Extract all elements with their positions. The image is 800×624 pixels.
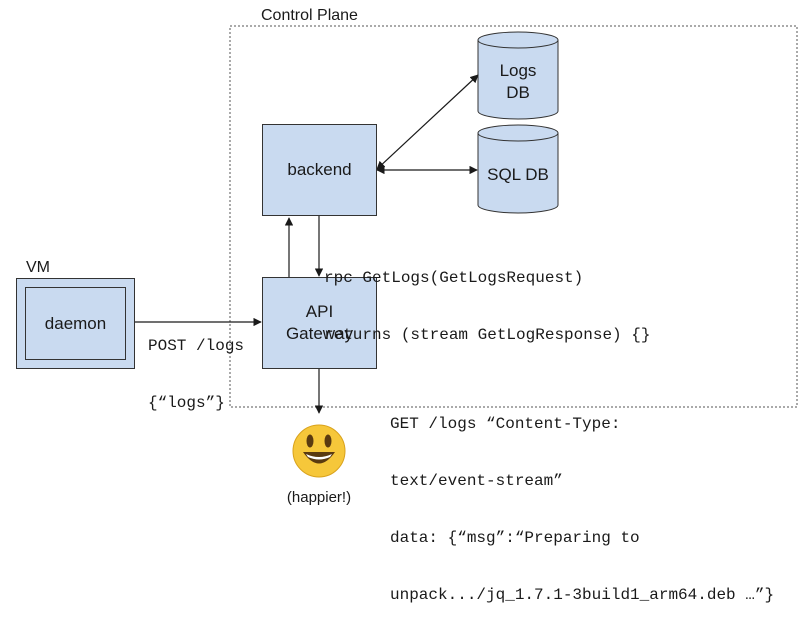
post-request-line1: POST /logs [148, 337, 245, 355]
backend-logsdb-arrow [376, 74, 479, 170]
backend-box: backend [262, 124, 377, 216]
get-request-line2: text/event-stream” [390, 472, 563, 490]
sql-db-label: SQL DB [478, 164, 558, 186]
api-gateway-label-line1: API [305, 302, 334, 321]
backend-label: backend [287, 160, 352, 179]
logs-db-label-line2: DB [506, 83, 530, 102]
daemon-box: daemon [25, 287, 126, 360]
get-request-line3: data: {“msg”:“Preparing to [390, 529, 640, 547]
get-request-line1: GET /logs “Content-Type: [390, 415, 621, 433]
logs-db-label-line1: Logs [499, 61, 537, 80]
vm-title: VM [26, 259, 50, 276]
user-caption: (happier!) [286, 489, 352, 506]
logs-db-cylinder [477, 31, 559, 120]
get-request-text: GET /logs “Content-Type: text/event-stre… [390, 377, 774, 624]
rpc-line2: returns (stream GetLogResponse) {} [324, 326, 651, 344]
get-request-line4: unpack.../jq_1.7.1-3build1_arm64.deb …”} [390, 586, 775, 604]
post-request-line2: {“logs”} [148, 394, 225, 412]
control-plane-boundary [229, 25, 798, 408]
daemon-label: daemon [44, 313, 107, 333]
control-plane-title: Control Plane [261, 7, 358, 24]
rpc-line1: rpc GetLogs(GetLogsRequest) [324, 269, 584, 287]
smiley-face-icon [292, 424, 346, 478]
api-gateway-box: API Gateway [262, 277, 377, 369]
rpc-text: rpc GetLogs(GetLogsRequest) returns (str… [324, 231, 650, 364]
api-gateway-label-line2: Gateway [285, 324, 354, 343]
sql-db-cylinder [477, 124, 559, 214]
diagram-connectors [125, 25, 798, 478]
post-request-text: POST /logs {“logs”} [148, 299, 244, 432]
sql-db-label-text: SQL DB [487, 165, 549, 184]
logs-db-label: Logs DB [478, 60, 558, 104]
